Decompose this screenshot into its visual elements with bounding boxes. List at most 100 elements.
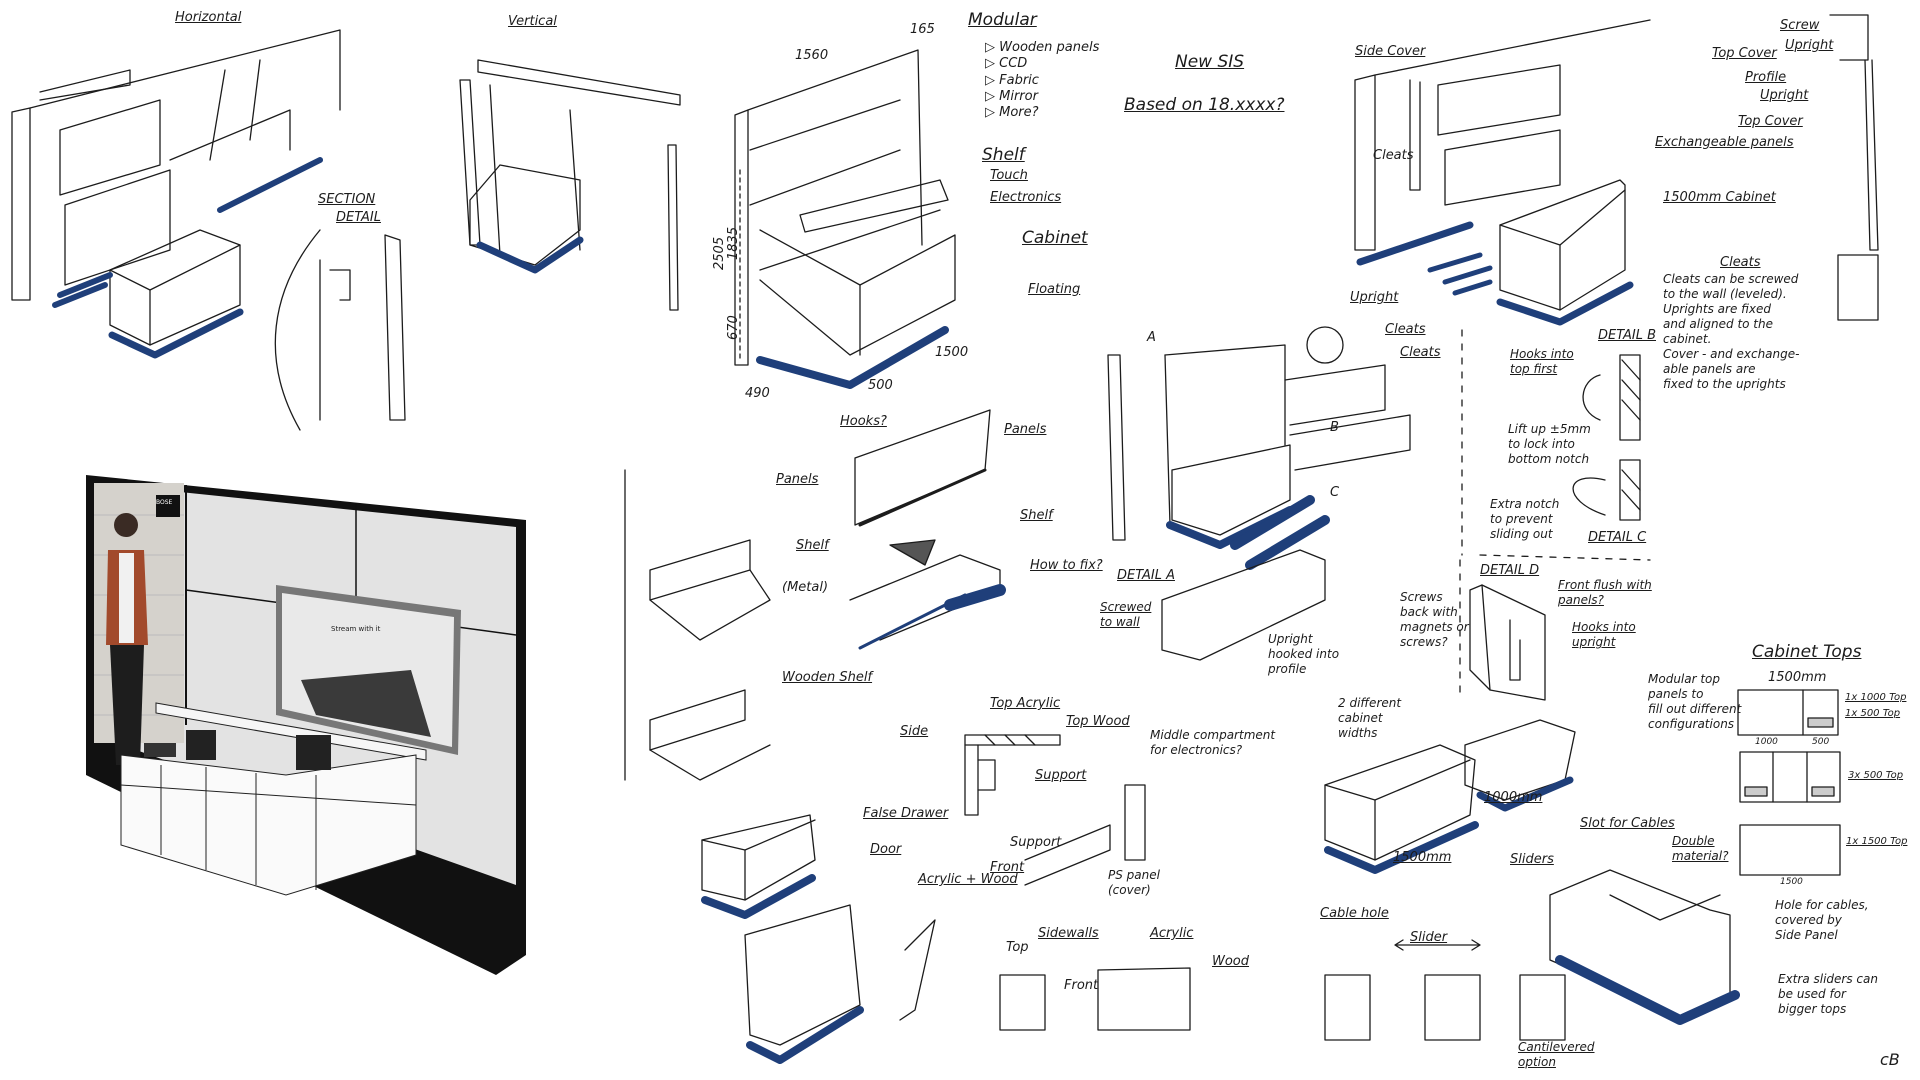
label-cantilevered: Cantilevered option <box>1518 1040 1595 1069</box>
label-support-2: Support <box>1010 835 1062 850</box>
option-item: ▷ Fabric <box>985 72 1039 88</box>
label-front-2: Front <box>1064 978 1099 993</box>
label-top: Top <box>1006 940 1029 955</box>
label-tops-width: 1500mm <box>1768 670 1827 685</box>
label-electronics: Electronics <box>990 190 1062 205</box>
label-top-1x1000: 1x 1000 Top <box>1845 692 1907 703</box>
label-sidewalls: Sidewalls <box>1038 926 1099 941</box>
dim-cab-height: 500 <box>868 378 893 393</box>
dim-top-1500: 1500 <box>1780 877 1803 887</box>
label-support: Support <box>1035 768 1087 783</box>
label-double-material: Double material? <box>1672 834 1729 863</box>
note-hooks-upright: Hooks into upright <box>1572 620 1636 649</box>
option-item: ▷ Wooden panels <box>985 40 1100 55</box>
label-door: Door <box>870 842 902 857</box>
label-top-3x500: 3x 500 Top <box>1848 770 1904 781</box>
label-upright-mid: Upright <box>1760 88 1809 103</box>
label-slot-cables: Slot for Cables <box>1580 816 1675 831</box>
option-item: ▷ Mirror <box>985 88 1038 104</box>
label-section: SECTION <box>318 192 376 207</box>
note-screws-back: Screws back with magnets or screws? <box>1400 590 1469 649</box>
label-cleats-1: Cleats <box>1373 148 1414 163</box>
label-floating: Floating <box>1028 282 1081 297</box>
brand-logo: BOSE <box>156 499 173 506</box>
label-c: C <box>1330 485 1340 500</box>
label-front: Front <box>990 860 1025 875</box>
note-lift-up: Lift up ±5mm to lock into bottom notch <box>1508 422 1591 466</box>
label-cable-hole: Cable hole <box>1320 906 1389 921</box>
label-1000mm: 1000mm <box>1484 790 1543 805</box>
cabinet-tops-sketch <box>1737 689 1841 876</box>
note-screwed-wall: Screwed to wall <box>1100 600 1152 629</box>
note-hole-cables: Hole for cables, covered by Side Panel <box>1775 898 1869 942</box>
modular-options-list: ▷ Wooden panels ▷ CCD ▷ Fabric ▷ Mirror … <box>985 40 1099 121</box>
note-cabinet-widths: 2 different cabinet widths <box>1338 696 1402 740</box>
detail-d-sketch <box>1469 584 1546 701</box>
option-item: ▷ More? <box>985 105 1039 120</box>
label-sliders: Sliders <box>1510 852 1554 867</box>
note-hooks-top: Hooks into top first <box>1510 347 1574 376</box>
label-acrylic: Acrylic <box>1150 926 1194 941</box>
rendered-display-wall: BOSE Stream with it <box>86 475 549 980</box>
screen-title: Stream with it <box>331 625 381 633</box>
note-front-flush: Front flush with panels? <box>1558 578 1652 607</box>
label-panels-2: Panels <box>776 472 819 487</box>
label-panels-1: Panels <box>1004 422 1047 437</box>
modular-concept-sketch <box>734 49 956 389</box>
label-cleats-2: Cleats <box>1385 322 1426 337</box>
cabinet-variants-sketch <box>1324 719 1740 1041</box>
label-side: Side <box>900 724 929 739</box>
label-1500mm-cabinet: 1500mm Cabinet <box>1663 190 1776 205</box>
note-middle-compartment: Middle compartment for electronics? <box>1150 728 1276 757</box>
label-shelf-2: Shelf <box>1020 508 1053 523</box>
label-touch: Touch <box>990 168 1028 183</box>
label-detail-b: DETAIL B <box>1598 328 1656 343</box>
dim-height-panel: 1835 <box>726 226 741 260</box>
label-exchangeable-panels: Exchangeable panels <box>1655 135 1794 150</box>
label-new-sis: New SIS <box>1175 52 1245 72</box>
label-cabinet-tops: Cabinet Tops <box>1752 642 1862 662</box>
option-item: ▷ CCD <box>985 56 1028 72</box>
label-cabinet: Cabinet <box>1022 228 1088 248</box>
dim-top-500: 500 <box>1812 737 1830 747</box>
label-a: A <box>1147 330 1156 345</box>
dim-depth-top: 165 <box>910 22 935 37</box>
dim-height-base: 670 <box>726 315 741 340</box>
label-top-cover: Top Cover <box>1712 46 1777 61</box>
label-shelf-metal: Shelf <box>796 538 829 553</box>
label-hooks: Hooks? <box>840 414 887 429</box>
note-cleats-uprights: Cleats can be screwed to the wall (level… <box>1663 272 1800 391</box>
label-detail-a: DETAIL A <box>1117 568 1175 583</box>
label-slider: Slider <box>1410 930 1448 945</box>
label-side-cover: Side Cover <box>1355 44 1426 59</box>
cabinet-section-sketch <box>701 734 1191 1064</box>
label-top-acrylic: Top Acrylic <box>990 696 1061 711</box>
render-illustration <box>86 475 526 975</box>
label-shelf: Shelf <box>982 145 1025 165</box>
signature: cB <box>1880 1050 1900 1069</box>
label-top-wood: Top Wood <box>1066 714 1130 729</box>
label-ps-panel: PS panel (cover) <box>1108 868 1160 897</box>
label-upright-low: Upright <box>1350 290 1399 305</box>
label-profile: Profile <box>1745 70 1787 85</box>
vertical-concept-sketch <box>459 59 681 311</box>
label-top-1x500: 1x 500 Top <box>1845 708 1901 719</box>
note-extra-sliders: Extra sliders can be used for bigger top… <box>1778 972 1878 1016</box>
dim-width: 1560 <box>795 48 829 63</box>
label-top-1x1500: 1x 1500 Top <box>1846 836 1908 847</box>
label-screw: Screw <box>1780 18 1820 33</box>
person-figure <box>106 513 148 765</box>
note-modular-tops: Modular top panels to fill out different… <box>1648 672 1742 731</box>
label-how-to-fix: How to fix? <box>1030 558 1103 573</box>
label-vertical: Vertical <box>508 14 557 29</box>
section-detail-sketch <box>274 229 406 431</box>
note-upright-hooked: Upright hooked into profile <box>1268 632 1340 676</box>
label-b: B <box>1330 420 1339 435</box>
label-modular: Modular <box>968 10 1037 30</box>
label-cleats-3: Cleats <box>1720 255 1761 270</box>
label-1500mm: 1500mm <box>1393 850 1452 865</box>
dim-top-1000: 1000 <box>1755 737 1778 747</box>
label-wooden-shelf: Wooden Shelf <box>782 670 873 685</box>
panels-shelves-sketch <box>624 409 1006 781</box>
